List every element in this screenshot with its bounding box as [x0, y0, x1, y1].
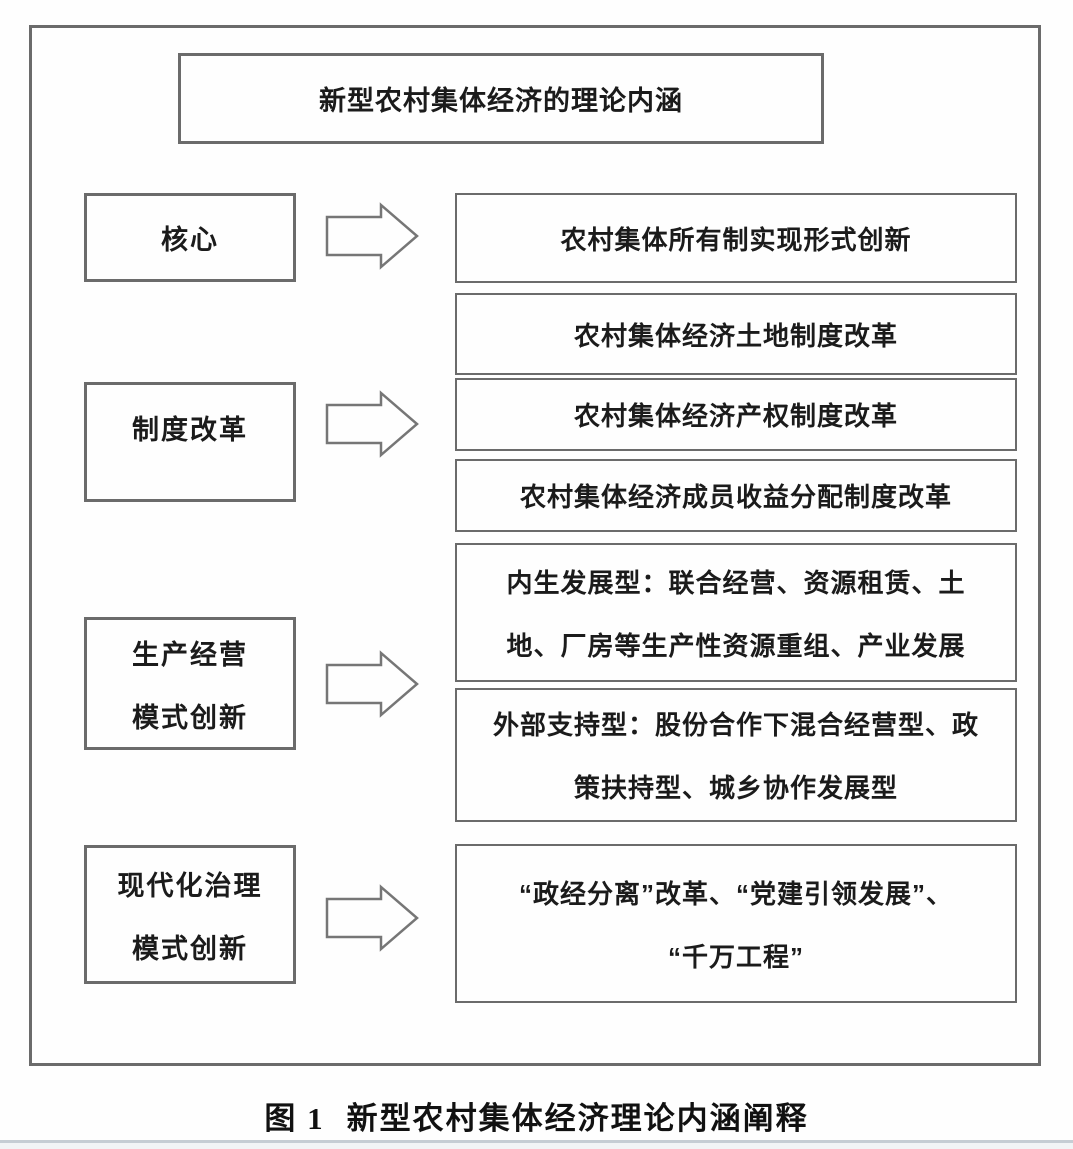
item-text: 农村集体经济产权制度改革 [573, 401, 898, 431]
item-box-endogenous-development: 内生发展型：联合经营、资源租赁、土 地、厂房等生产性资源重组、产业发展 [455, 543, 1017, 682]
diagram-title-box: 新型农村集体经济的理论内涵 [178, 53, 824, 144]
figure-caption: 图 1 新型农村集体经济理论内涵阐释 [0, 1093, 1073, 1138]
label-core-text: 核心 [161, 225, 219, 255]
item-line-1: “政经分离”改革、“党建引领发展”、 [518, 878, 953, 909]
item-line-2: 地、厂房等生产性资源重组、产业发展 [506, 630, 966, 661]
label-institutional-reform-text: 制度改革 [132, 414, 248, 445]
label-box-production-operation-model: 生产经营 模式创新 [84, 617, 296, 750]
item-box-external-support: 外部支持型：股份合作下混合经营型、政 策扶持型、城乡协作发展型 [455, 688, 1017, 822]
item-box-land-system-reform: 农村集体经济土地制度改革 [455, 293, 1017, 375]
item-box-governance-reforms: “政经分离”改革、“党建引领发展”、 “千万工程” [455, 844, 1017, 1003]
right-arrow-icon [325, 390, 419, 458]
item-box-income-distribution-reform: 农村集体经济成员收益分配制度改革 [455, 459, 1017, 532]
diagram-title: 新型农村集体经济的理论内涵 [319, 86, 683, 116]
item-line-2: 策扶持型、城乡协作发展型 [573, 773, 898, 803]
figure-caption-number: 图 1 [264, 1101, 325, 1136]
label-line-1: 生产经营 [132, 639, 248, 670]
label-box-core: 核心 [84, 193, 296, 282]
label-box-institutional-reform: 制度改革 [84, 382, 296, 502]
page-bottom-rule [0, 1140, 1073, 1143]
item-text: 农村集体所有制实现形式创新 [560, 224, 912, 255]
diagram-outer-border [29, 25, 1041, 1066]
right-arrow-icon [325, 202, 419, 270]
item-line-1: 内生发展型：联合经营、资源租赁、土 [506, 567, 966, 598]
page-bottom-strip [0, 1143, 1073, 1149]
item-line-2: “千万工程” [667, 941, 804, 972]
figure-caption-text: 新型农村集体经济理论内涵阐释 [346, 1101, 809, 1136]
label-line-1: 现代化治理 [117, 870, 263, 901]
label-box-modern-governance-model: 现代化治理 模式创新 [84, 845, 296, 984]
label-line-2: 模式创新 [132, 933, 248, 964]
item-text: 农村集体经济土地制度改革 [573, 320, 898, 351]
item-box-ownership-innovation: 农村集体所有制实现形式创新 [455, 193, 1017, 283]
item-box-property-rights-reform: 农村集体经济产权制度改革 [455, 378, 1017, 451]
item-line-1: 外部支持型：股份合作下混合经营型、政 [492, 710, 979, 740]
label-line-2: 模式创新 [132, 702, 248, 733]
right-arrow-icon [325, 884, 419, 952]
right-arrow-icon [325, 650, 419, 718]
item-text: 农村集体经济成员收益分配制度改革 [519, 482, 952, 512]
